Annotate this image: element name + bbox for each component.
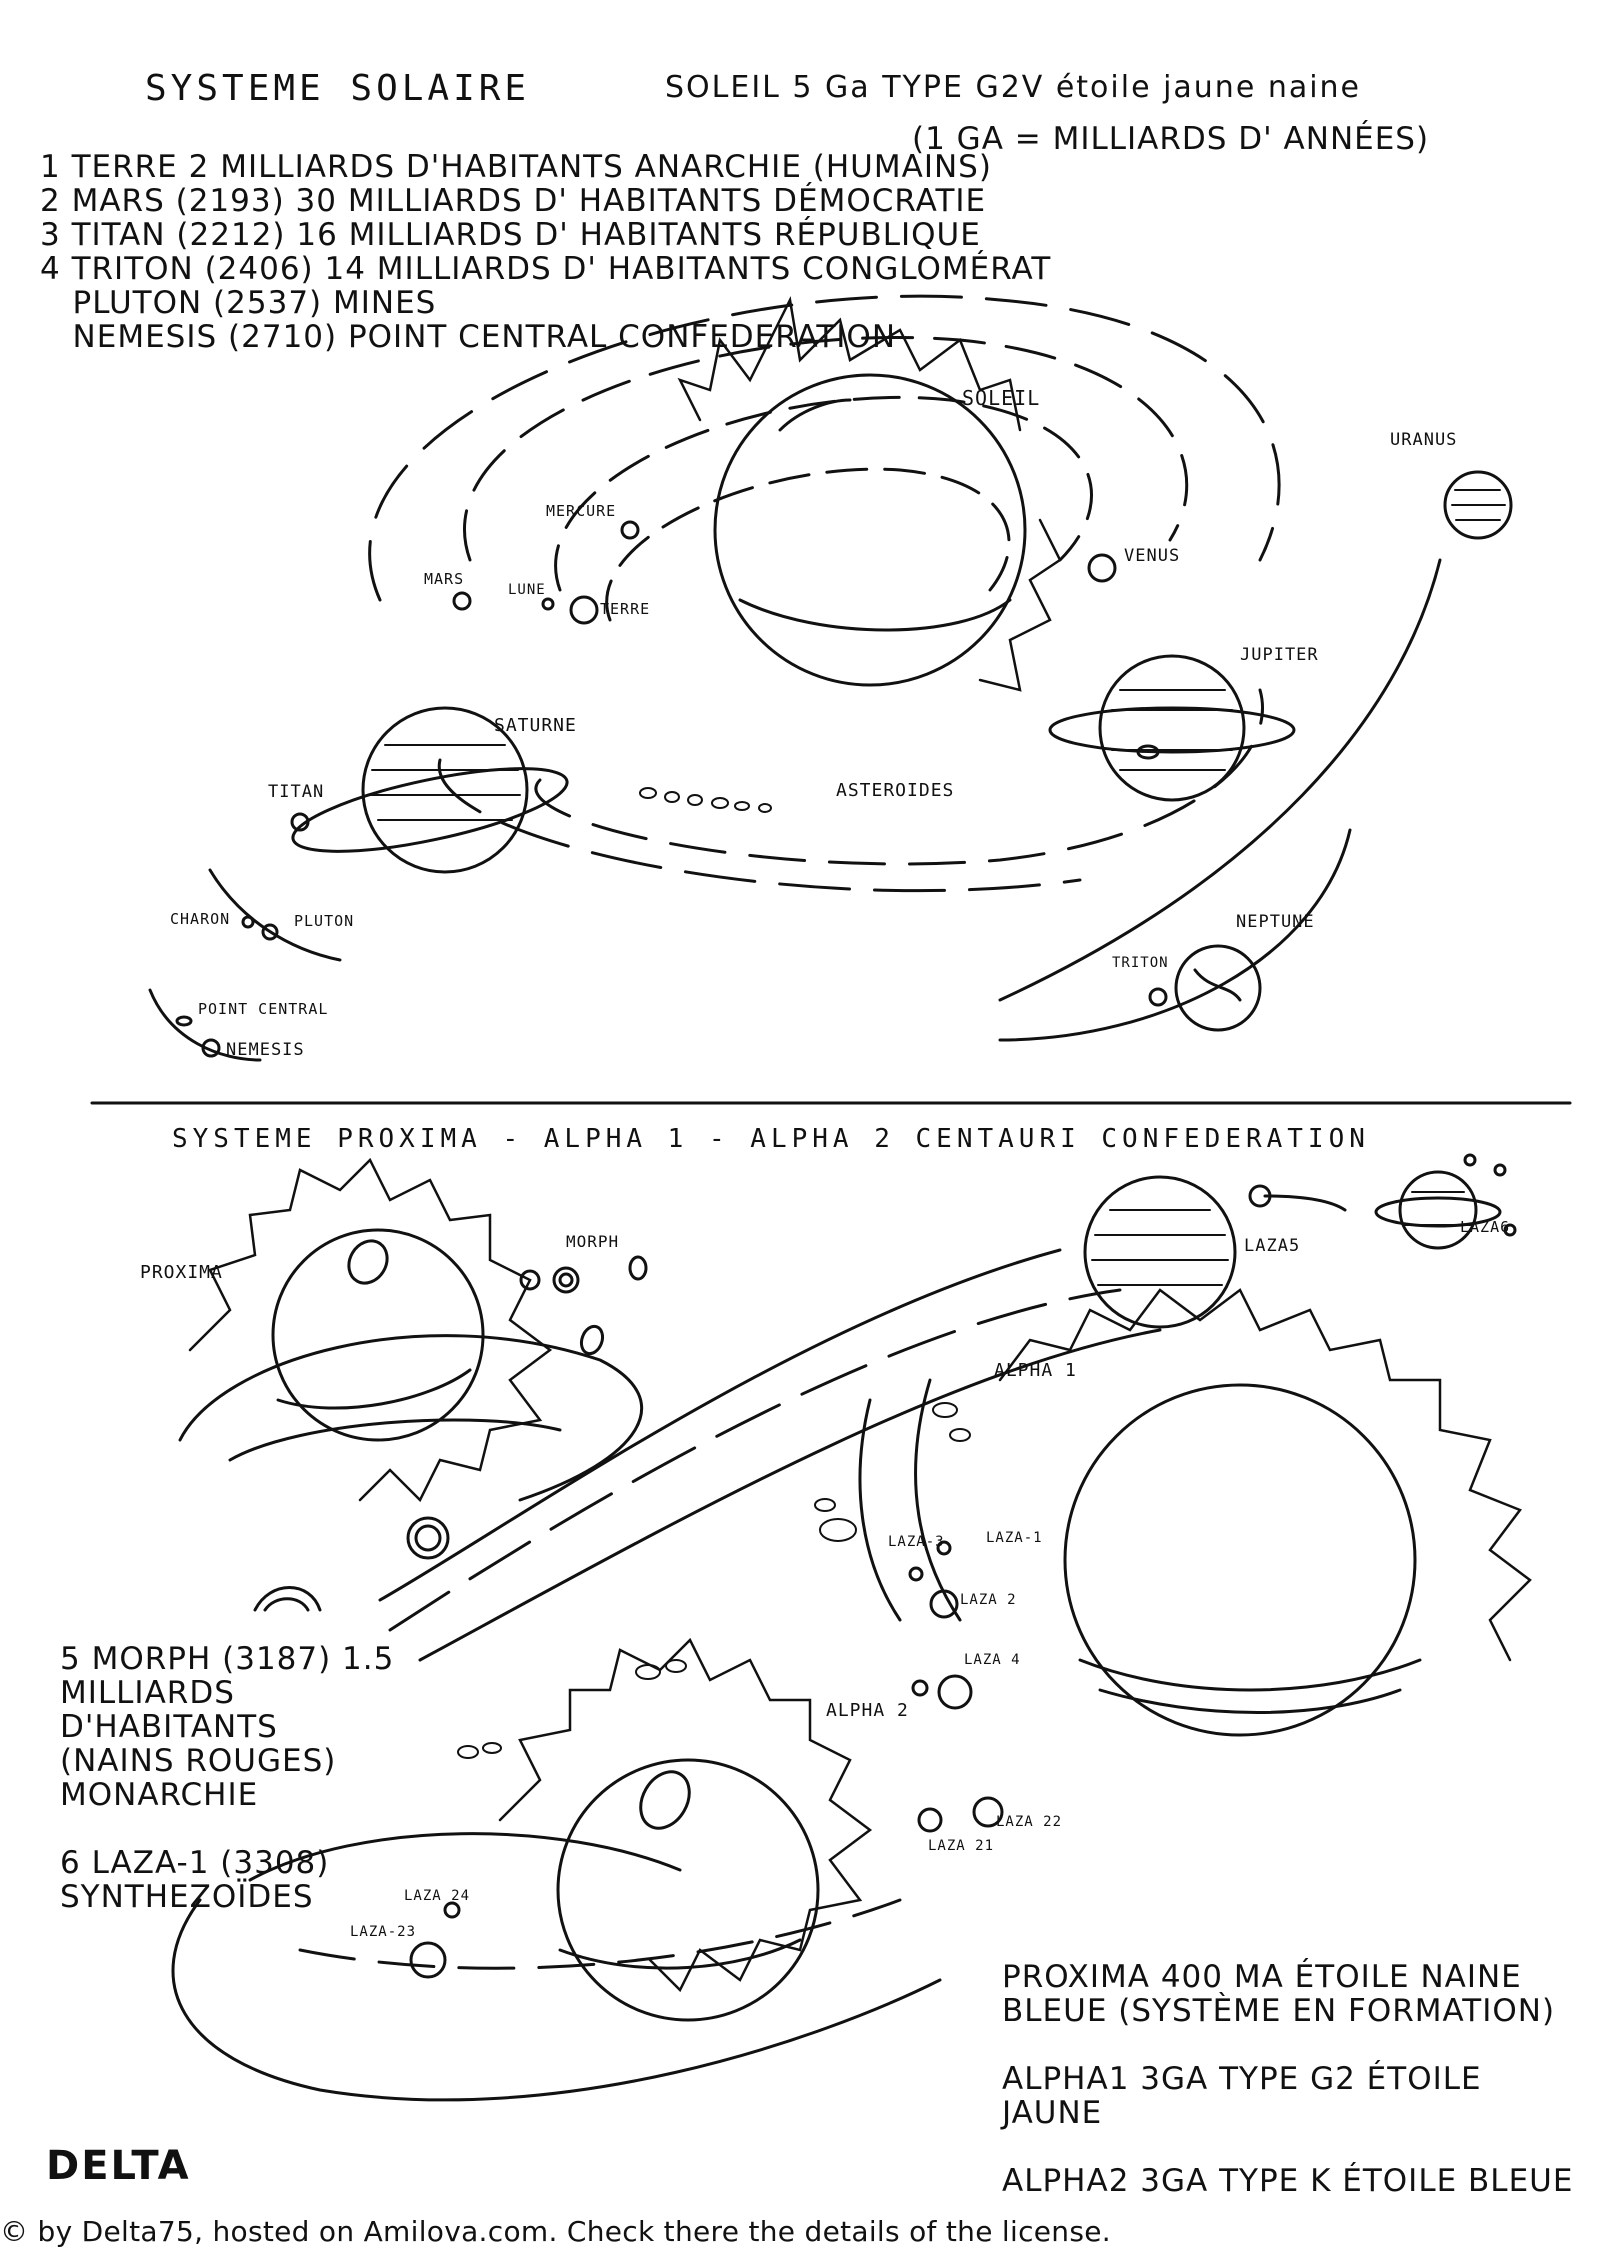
label-laza-24: LAZA 24 [404,1888,471,1904]
label-morph: MORPH [566,1232,620,1251]
label-terre: TERRE [600,600,651,618]
morph-planets [253,1255,648,1612]
license-credit: © by Delta75, hosted on Amilova.com. Che… [0,2215,1111,2248]
label-pluton: PLUTON [294,912,355,930]
pluton-planet [261,923,279,941]
triton-moon [1148,987,1168,1007]
label-asteroides: ASTEROIDES [836,780,955,801]
label-laza6: LAZA6 [1460,1218,1511,1236]
solar-system-list: 1 TERRE 2 MILLIARDS D'HABITANTS ANARCHIE… [40,150,1051,354]
list-item: 4 TRITON (2406) 14 MILLIARDS D' HABITANT… [40,251,1052,287]
label-titan: TITAN [268,782,325,802]
note-line [1002,2130,1573,2164]
artist-signature: DELTA [46,2143,191,2189]
stars-note: PROXIMA 400 MA ÉTOILE NAINE BLEUE (SYSTÈ… [1002,1960,1573,2198]
label-proxima: PROXIMA [140,1262,223,1283]
label-venus: VENUS [1124,546,1181,566]
list-item: 2 MARS (2193) 30 MILLIARDS D' HABITANTS … [40,183,987,219]
lune-moon [541,597,555,611]
label-neptune: NEPTUNE [1236,912,1315,932]
nemesis-star [201,1038,221,1058]
alpha1-star [998,1288,1532,1737]
mars-planet [452,591,472,611]
label-laza-21: LAZA 21 [928,1838,995,1854]
jupiter-planet [1048,654,1296,802]
saturne-planet [291,706,569,874]
label-point-central: POINT CENTRAL [198,1000,329,1018]
label-mercure: MERCURE [546,502,617,520]
asteroid-belt [639,787,772,813]
soleil-sun [677,296,1062,692]
note-line: D'HABITANTS [60,1709,278,1745]
label-laza5: LAZA5 [1244,1236,1301,1256]
label-alpha1: ALPHA 1 [994,1360,1077,1381]
note-line: ALPHA1 3GA TYPE G2 ÉTOILE [1002,2061,1482,2097]
note-line: PROXIMA 400 MA ÉTOILE NAINE [1002,1959,1522,1995]
proxima-orbits [171,1248,1162,2102]
note-line [1002,2028,1573,2062]
proxima-system-title: SYSTEME PROXIMA - ALPHA 1 - ALPHA 2 CENT… [172,1124,1370,1154]
label-jupiter: JUPITER [1240,645,1319,665]
label-laza-22: LAZA 22 [996,1814,1063,1830]
list-item: NEMESIS (2710) POINT CENTRAL CONFEDERATI… [40,319,897,355]
laza-outer-planets [409,1796,1004,1979]
terre-planet [569,595,599,625]
note-line: MONARCHIE [60,1777,259,1813]
note-line: SYNTHEZOÏDES [60,1879,314,1915]
label-saturne: SATURNE [494,715,577,736]
label-nemesis: NEMESIS [226,1040,305,1060]
dust-clouds [457,1402,971,1759]
label-alpha2: ALPHA 2 [826,1700,909,1721]
list-item: 1 TERRE 2 MILLIARDS D'HABITANTS ANARCHIE… [40,149,992,185]
point-central-station [175,1015,193,1027]
label-laza-2: LAZA 2 [960,1592,1017,1608]
note-line: MILLIARDS [60,1675,235,1711]
neptune-planet [1174,944,1262,1032]
note-line: ALPHA2 3GA TYPE K ÉTOILE BLEUE [1002,2163,1574,2199]
laza5-planet [1083,1175,1347,1329]
morph-laza-note: 5 MORPH (3187) 1.5 MILLIARDS D'HABITANTS… [60,1642,394,1914]
label-mars: MARS [424,570,465,588]
sun-type-note: SOLEIL 5 Ga TYPE G2V étoile jaune naine [665,70,1362,105]
label-laza-4: LAZA 4 [964,1652,1021,1668]
laza6-planet [1374,1153,1517,1250]
laza-inner-planets [908,1540,973,1710]
note-line: 5 MORPH (3187) 1.5 [60,1641,395,1677]
venus-planet [1087,553,1117,583]
list-item: 3 TITAN (2212) 16 MILLIARDS D' HABITANTS… [40,217,981,253]
note-line: JAUNE [1002,2095,1103,2131]
uranus-planet [1443,470,1513,540]
ga-definition-note: (1 GA = MILLIARDS D' ANNÉES) [912,121,1430,157]
mercure-planet [620,520,640,540]
label-uranus: URANUS [1390,430,1458,450]
solar-orbits [148,294,1442,1062]
list-item: PLUTON (2537) MINES [40,285,437,321]
note-line: BLEUE (SYSTÈME EN FORMATION) [1002,1993,1556,2029]
label-lune: LUNE [508,582,546,598]
label-laza-23: LAZA-23 [350,1924,417,1940]
label-triton: TRITON [1112,955,1169,971]
note-line: 6 LAZA-1 (3308) [60,1845,330,1881]
alpha2-star [498,1637,873,2022]
label-soleil: SOLEIL [962,386,1041,410]
solar-system-title: SYSTEME SOLAIRE [145,68,531,109]
label-laza-3: LAZA-3 [888,1534,945,1550]
proxima-star [188,1157,553,1503]
charon-moon [241,915,255,929]
label-laza-1: LAZA-1 [986,1530,1043,1546]
label-charon: CHARON [170,910,231,928]
note-line [60,1812,394,1846]
titan-moon [290,812,310,832]
note-line: (NAINS ROUGES) [60,1743,337,1779]
